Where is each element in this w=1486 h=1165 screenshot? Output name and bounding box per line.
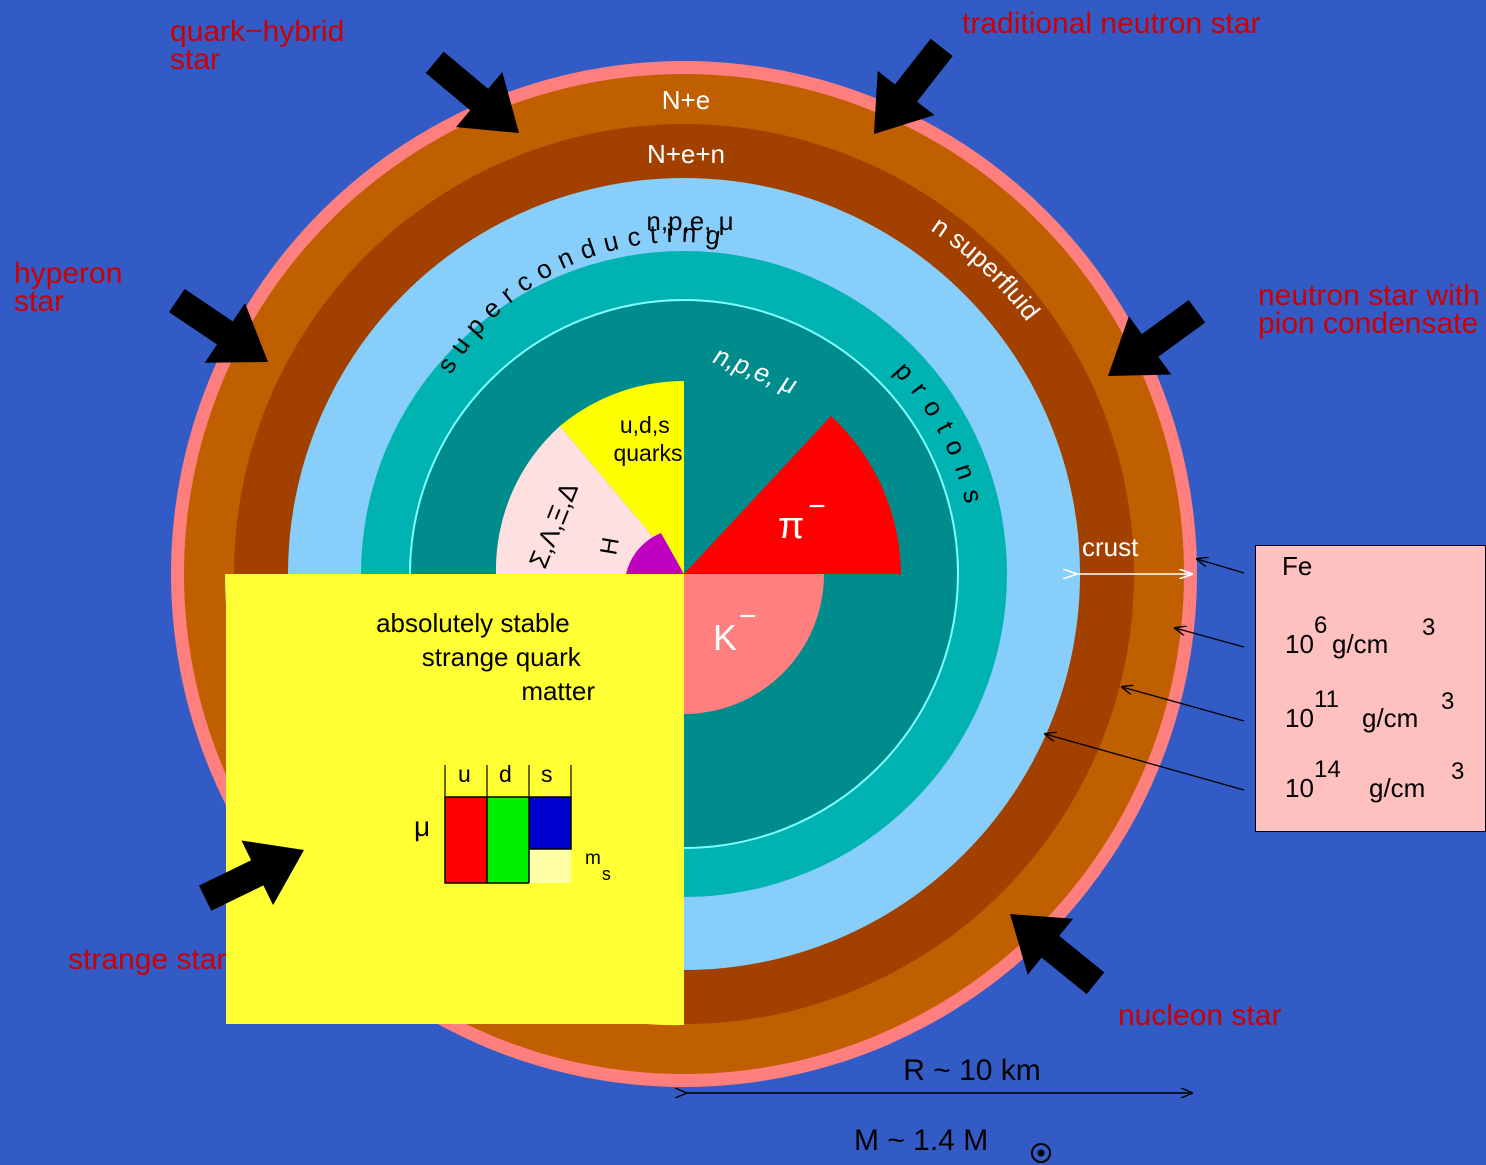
nucleon-star-label: nucleon star: [1118, 999, 1282, 1032]
mass-label: M ~ 1.4 M: [854, 1124, 988, 1157]
traditional-neutron-star-label: traditional neutron star: [962, 7, 1261, 40]
nucleon-star-arrow: [1010, 914, 1105, 995]
crust-label: crust: [1082, 532, 1139, 562]
hyperon-arrow: [168, 288, 268, 363]
fermi-sea-inset: μ u d s ms: [414, 761, 611, 884]
h-dibaryon-sector: [626, 533, 684, 574]
solar-symbol: [1031, 1143, 1051, 1163]
s-quark-bar: [529, 797, 571, 849]
hyperon-sector: [495, 426, 684, 574]
d-flavor-label: d: [499, 761, 512, 787]
u-flavor-label: u: [458, 761, 471, 787]
strange-matter-label: absolutely stable strange quark matter: [376, 608, 595, 706]
density-1e14-pointer: [1045, 734, 1245, 791]
s-flavor-label: s: [541, 761, 553, 787]
fe-pointer: [1197, 559, 1245, 574]
density-1e11-pointer: [1122, 687, 1245, 722]
quark-sector: [560, 380, 684, 574]
d-quark-bar: [487, 797, 529, 883]
kaon-region: [684, 574, 824, 714]
pion-sector: [684, 416, 901, 574]
density-row-1e11: 10 11 g/cm 3: [1285, 683, 1454, 733]
density-1e6-pointer: [1175, 628, 1245, 648]
density-row-1e6: 10 6 g/cm 3: [1285, 609, 1435, 659]
h-dibaryon-label: H: [595, 535, 625, 557]
traditional-neutron-arrow: [874, 38, 953, 134]
inner-crust-label: N+e+n: [647, 139, 725, 169]
pion-label: π−: [778, 490, 826, 547]
quarks-label: u,d,s quarks: [613, 412, 682, 466]
outer-crust-label: N+e: [662, 85, 710, 115]
pion-condensate-arrow: [1108, 300, 1206, 376]
strange-star-label: strange star: [68, 943, 227, 976]
radius-label: R ~ 10 km: [903, 1054, 1041, 1087]
s-quark-gap: [529, 849, 571, 883]
strange-star-arrow: [198, 840, 304, 911]
density-row-1e14: 10 14 g/cm 3: [1285, 753, 1464, 803]
mu-label: μ: [414, 811, 430, 842]
star-type-arrows: [168, 38, 1206, 995]
density-legend-box: Fe 10 6 g/cm 3 10 11 g/cm 3 10 14 g/cm 3: [1255, 545, 1486, 832]
fe-label: Fe: [1282, 551, 1312, 581]
strange-star-outline: [225, 573, 685, 1026]
ms-label: ms: [585, 848, 611, 884]
quark-hybrid-arrow: [425, 51, 519, 133]
u-quark-bar: [445, 797, 487, 883]
kaon-label: K−: [713, 600, 757, 658]
outer-core-label: n,p,e, μ: [646, 206, 733, 236]
